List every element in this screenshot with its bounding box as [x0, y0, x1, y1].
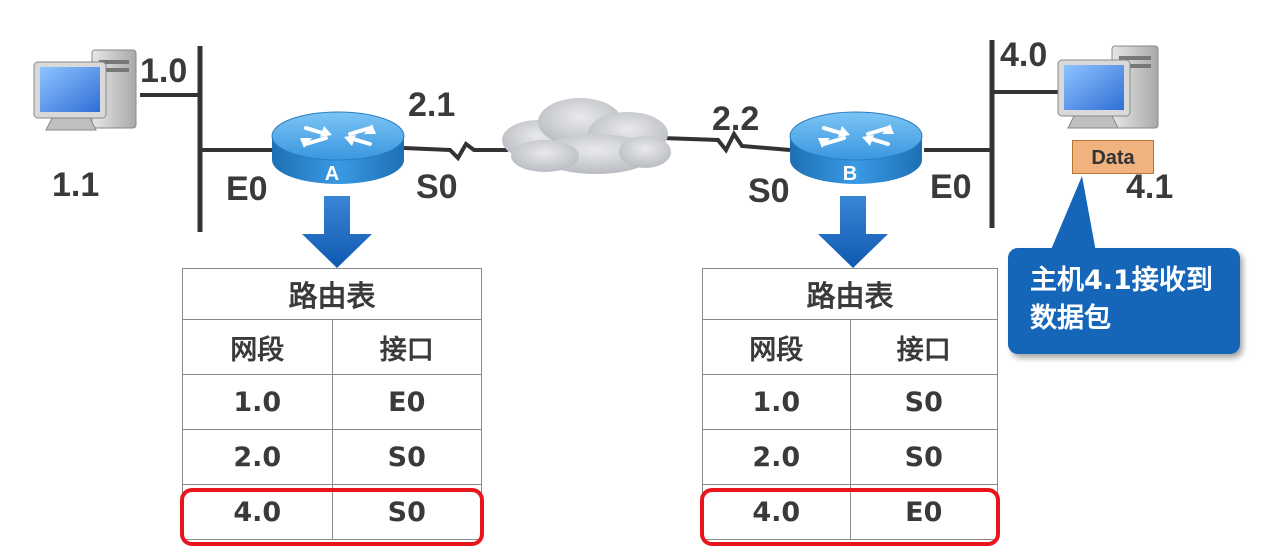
- callout-text: 主机4.1接收到数据包: [1030, 262, 1230, 338]
- router-a-header-interface: 接口: [332, 320, 481, 375]
- table-row: 1.0 S0: [703, 375, 998, 430]
- router-b-row1-segment: 1.0: [703, 375, 851, 430]
- table-row: 4.0 E0: [703, 485, 998, 540]
- router-a-s0-label: S0: [416, 170, 458, 204]
- router-b-table-title: 路由表: [703, 269, 998, 320]
- router-b-header-interface: 接口: [850, 320, 997, 375]
- router-b-routing-table: 路由表 网段 接口 1.0 S0 2.0 S0 4.0 E0: [702, 268, 998, 540]
- router-b-row1-interface: S0: [850, 375, 997, 430]
- router-b-s0-label: S0: [748, 174, 790, 208]
- data-packet-icon: Data: [1072, 140, 1154, 174]
- left-host-address: 1.1: [52, 168, 99, 202]
- router-b-row3-interface: E0: [850, 485, 997, 540]
- router-a-down-arrow-icon: [302, 196, 372, 268]
- router-a-name: A: [325, 163, 339, 185]
- table-row: 4.0 S0: [183, 485, 482, 540]
- right-host-computer-icon: [1058, 46, 1158, 128]
- router-a-row3-interface: S0: [332, 485, 481, 540]
- left-host-computer-icon: [34, 50, 136, 130]
- wan-cloud: [502, 98, 671, 174]
- router-b-e0-label: E0: [930, 170, 972, 204]
- router-b-row2-segment: 2.0: [703, 430, 851, 485]
- router-a-row2-segment: 2.0: [183, 430, 333, 485]
- callout-pointer: [1050, 176, 1096, 252]
- router-a-serial-address: 2.1: [408, 88, 455, 122]
- router-b-header-segment: 网段: [703, 320, 851, 375]
- router-a-row3-segment: 4.0: [183, 485, 333, 540]
- router-b-row3-segment: 4.0: [703, 485, 851, 540]
- router-a-table-title: 路由表: [183, 269, 482, 320]
- table-row: 2.0 S0: [183, 430, 482, 485]
- right-host-address: 4.1: [1126, 170, 1173, 204]
- right-network-label: 4.0: [1000, 38, 1047, 72]
- table-row: 2.0 S0: [703, 430, 998, 485]
- router-a-header-segment: 网段: [183, 320, 333, 375]
- serial-link-a: [404, 144, 508, 158]
- router-b-name: B: [843, 163, 857, 185]
- router-a-routing-table: 路由表 网段 接口 1.0 E0 2.0 S0 4.0 S0: [182, 268, 482, 540]
- router-a-row1-segment: 1.0: [183, 375, 333, 430]
- table-row: 1.0 E0: [183, 375, 482, 430]
- router-a-row1-interface: E0: [332, 375, 481, 430]
- left-network-label: 1.0: [140, 54, 187, 88]
- router-a-row2-interface: S0: [332, 430, 481, 485]
- router-b-row2-interface: S0: [850, 430, 997, 485]
- router-b-down-arrow-icon: [818, 196, 888, 268]
- data-packet-label: Data: [1073, 148, 1153, 168]
- router-a-e0-label: E0: [226, 172, 268, 206]
- router-b-serial-address: 2.2: [712, 102, 759, 136]
- callout-box: 主机4.1接收到数据包: [1008, 248, 1240, 354]
